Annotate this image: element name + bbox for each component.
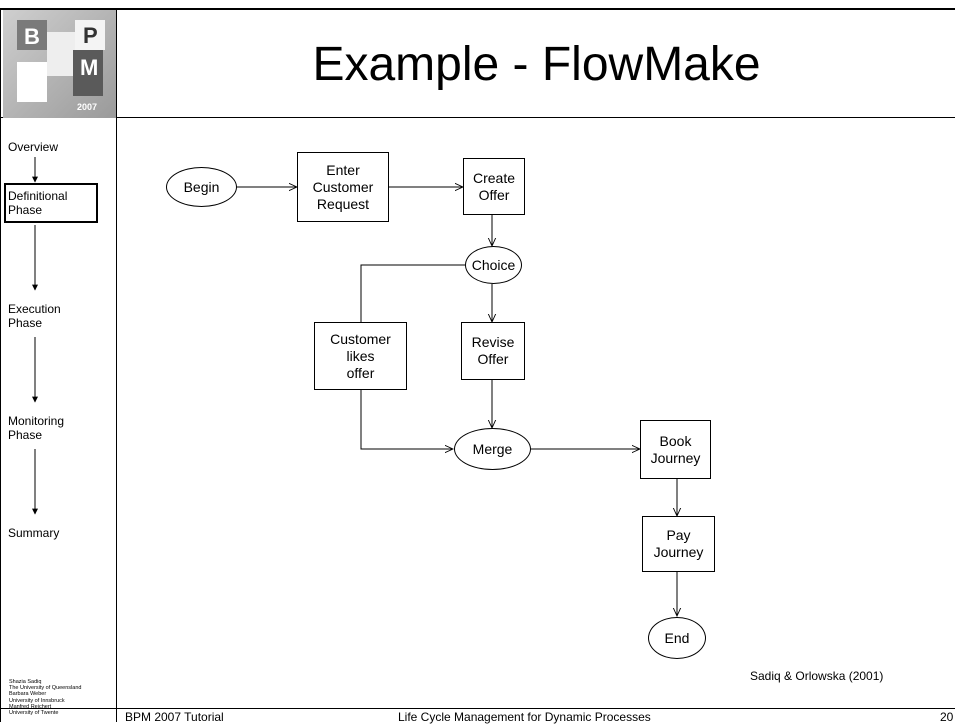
- top-border: [0, 8, 955, 10]
- left-border: [0, 10, 1, 722]
- node-book-journey: Book Journey: [640, 420, 711, 479]
- author-credits: Shazia Sadiq The University of Queenslan…: [9, 679, 82, 717]
- node-enter-customer-request: Enter Customer Request: [297, 152, 389, 222]
- node-end: End: [648, 617, 706, 659]
- node-choice: Choice: [465, 246, 522, 284]
- diagram-edges: [236, 187, 677, 616]
- logo-letter-p: P: [83, 23, 98, 48]
- node-pay-journey: Pay Journey: [642, 516, 715, 572]
- page-number: 20: [940, 710, 954, 724]
- nav-summary: Summary: [8, 526, 60, 540]
- nav-execution-phase: Execution Phase: [8, 302, 61, 330]
- logo-year: 2007: [77, 102, 98, 112]
- current-phase-box: [4, 183, 98, 223]
- edge-likes-merge: [360, 390, 453, 449]
- source-citation: Sadiq & Orlowska (2001): [750, 669, 884, 683]
- bpm-logo: B P M 2007: [3, 10, 116, 118]
- node-begin: Begin: [166, 167, 237, 207]
- nav-overview: Overview: [8, 140, 59, 154]
- sidebar-divider: [116, 10, 117, 722]
- node-create-offer: Create Offer: [463, 158, 525, 215]
- footer-left: BPM 2007 Tutorial: [125, 710, 224, 724]
- logo-letter-m: M: [80, 55, 99, 80]
- logo-letter-b: B: [24, 24, 40, 49]
- nav-monitoring-phase: Monitoring Phase: [8, 414, 65, 442]
- node-revise-offer: Revise Offer: [461, 322, 525, 380]
- footer-divider: [0, 708, 955, 709]
- node-customer-likes-offer: Customer likes offer: [314, 322, 407, 390]
- node-merge: Merge: [454, 428, 531, 470]
- edge-choice-likes: [360, 264, 465, 322]
- header-divider: [0, 117, 955, 118]
- footer-center: Life Cycle Management for Dynamic Proces…: [398, 710, 651, 724]
- nav-definitional-phase: Definitional Phase: [8, 189, 68, 217]
- slide-title: Example - FlowMake: [312, 37, 761, 91]
